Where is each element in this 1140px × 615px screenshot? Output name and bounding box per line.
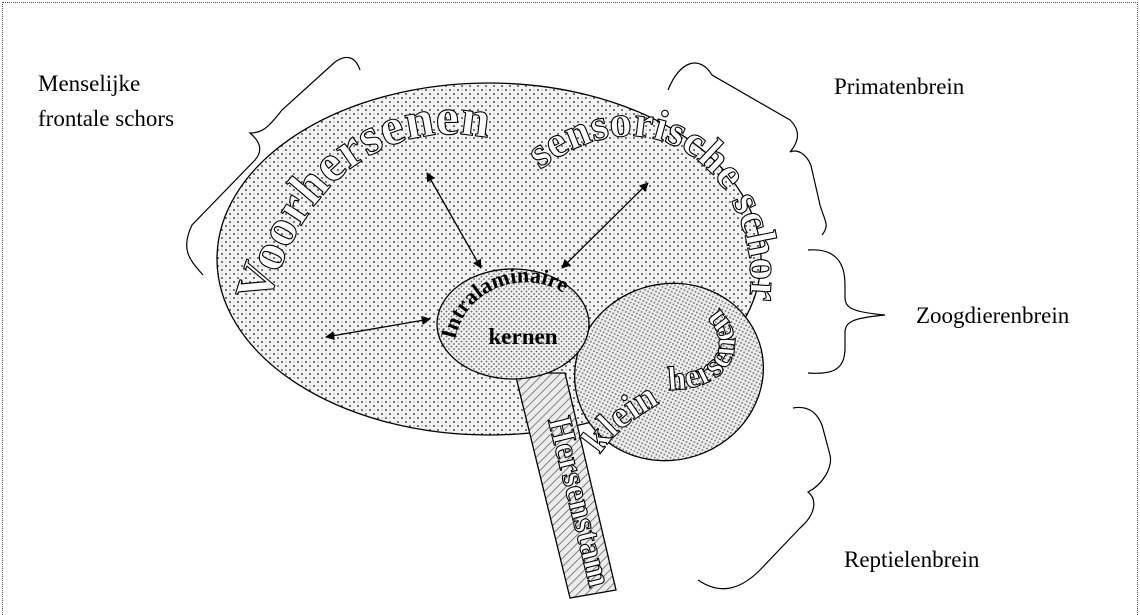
- human-frontal-label-line2: frontale schors: [38, 106, 174, 131]
- reptile-brain-label: Reptielenbrein: [844, 547, 980, 572]
- brace-mammal: [808, 250, 885, 374]
- primate-brain-label: Primatenbrein: [834, 74, 965, 99]
- intralaminar-label-bottom: kernen: [489, 324, 558, 349]
- mammal-brain-label: Zoogdierenbrein: [916, 303, 1070, 328]
- human-frontal-label-line1: Menselijke: [38, 71, 140, 96]
